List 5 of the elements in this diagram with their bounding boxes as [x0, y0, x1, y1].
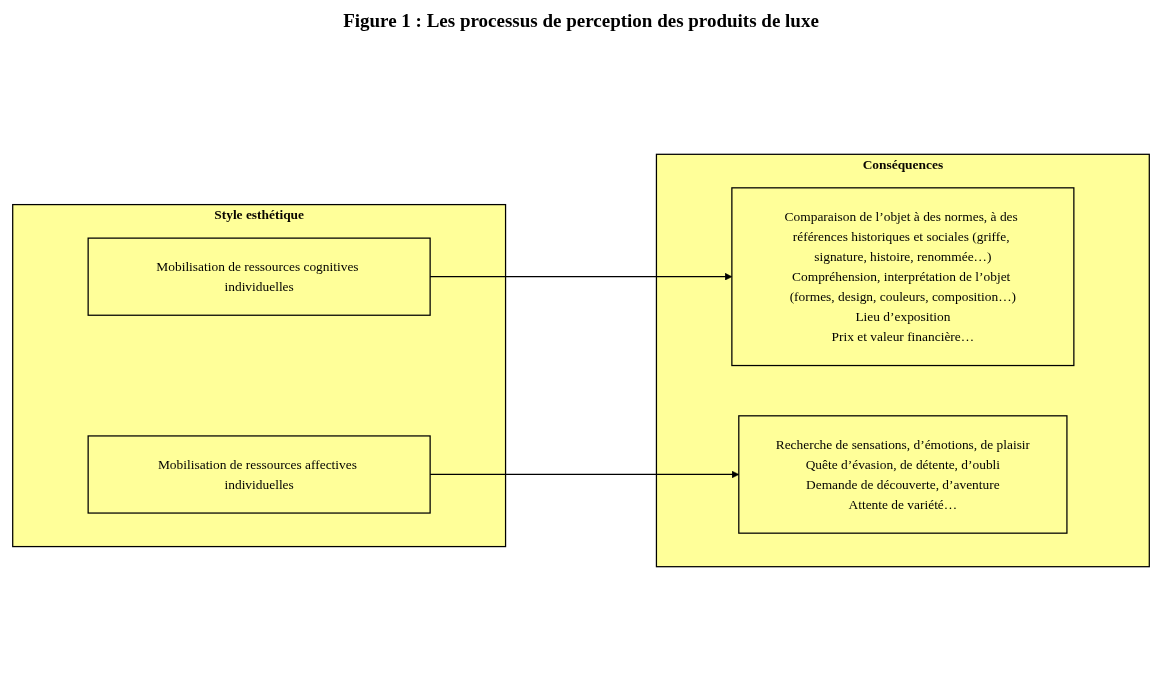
node-box: Mobilisation de ressources cognitives individuelles — [87, 237, 431, 316]
node-box: Recherche de sensations, d’émotions, de plaisir Quête d’évasion, de détente, d’oubli Demande de découverte, d’aventure Attente de variété… — [738, 415, 1068, 534]
figure-title: Figure 1 : Les processus de perception des produits de luxe — [343, 10, 819, 32]
node-box: Comparaison de l’objet à des normes, à des références historiques et sociales (griffe, signature, histoire, renommée…) Compréhension, interprétation de l’objet (formes, design, couleurs, composition…) Lieu d’exposition Prix et valeur financière… — [731, 187, 1075, 367]
node-box: Mobilisation de ressources affectives individuelles — [87, 435, 431, 514]
